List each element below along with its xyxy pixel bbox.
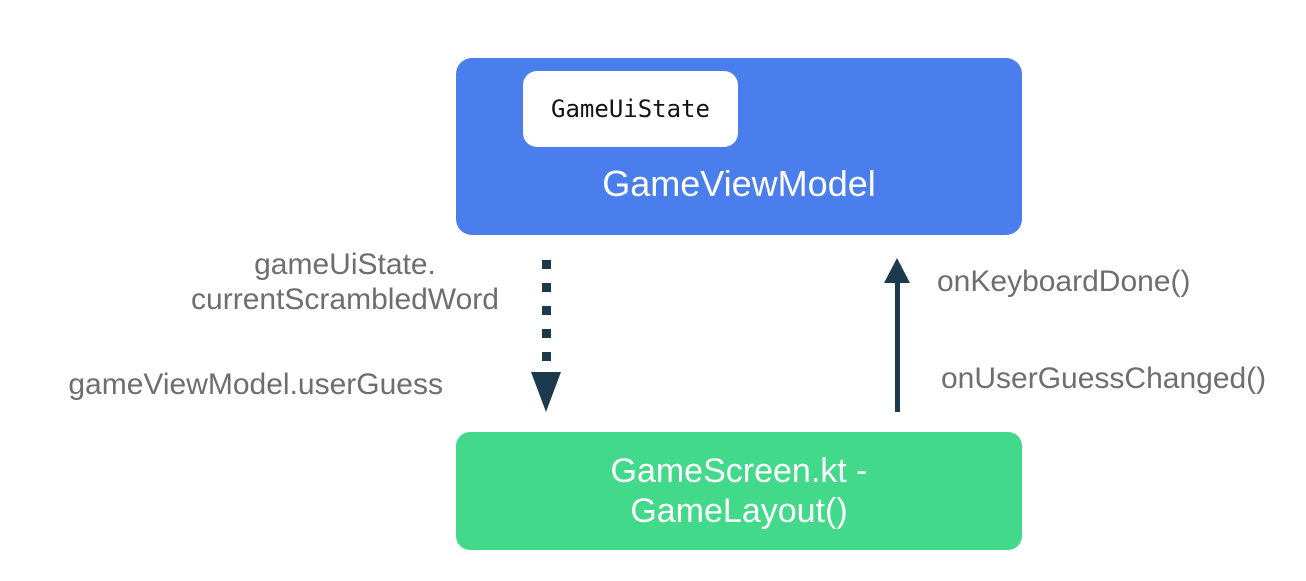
viewmodel-box-title: GameViewModel bbox=[602, 163, 876, 204]
event-flow-solid-up-arrow-icon bbox=[884, 258, 910, 412]
screen-box-title-line1: GameScreen.kt - bbox=[610, 452, 868, 490]
on-user-guess-changed-label: onUserGuessChanged() bbox=[941, 362, 1267, 395]
state-flow-dotted-down-arrow-icon bbox=[531, 260, 561, 412]
arrowhead-down-icon bbox=[531, 372, 561, 412]
screen-box-title-line2: GameLayout() bbox=[630, 492, 848, 530]
arrow-dot bbox=[541, 260, 551, 269]
arrow-dot bbox=[541, 352, 551, 361]
arrow-dot bbox=[541, 283, 551, 292]
arrow-dot bbox=[541, 306, 551, 315]
state-flow-label-line1: gameUiState. bbox=[254, 248, 436, 281]
user-guess-property-label: gameViewModel.userGuess bbox=[68, 368, 443, 401]
arrow-shaft bbox=[894, 280, 900, 412]
on-keyboard-done-label: onKeyboardDone() bbox=[937, 265, 1191, 298]
state-flow-label-block: gameUiState. currentScrambledWord bbox=[145, 247, 545, 317]
arrowhead-up-icon bbox=[884, 258, 910, 283]
state-flow-label-line2: currentScrambledWord bbox=[191, 283, 499, 316]
uistate-chip: GameUiState bbox=[523, 71, 738, 147]
viewmodel-box: GameUiState GameViewModel bbox=[456, 58, 1022, 235]
uistate-chip-label: GameUiState bbox=[551, 95, 710, 123]
arrow-dot bbox=[541, 329, 551, 338]
screen-box: GameScreen.kt - GameLayout() bbox=[456, 432, 1022, 550]
